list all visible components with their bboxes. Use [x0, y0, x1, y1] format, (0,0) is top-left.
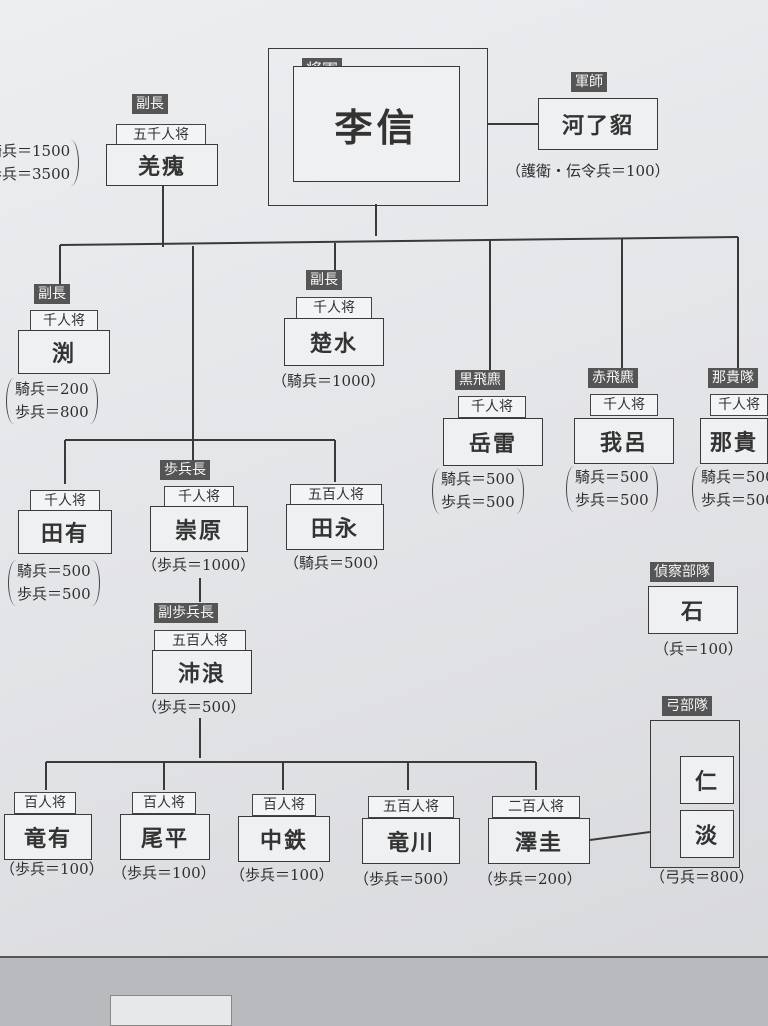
naki-name: 那貴: [700, 418, 768, 464]
denei-troops: （騎兵＝500）: [284, 554, 388, 572]
fuchi-tag: 副長: [34, 284, 70, 304]
unit-bihei-rank: 百人将: [132, 792, 196, 814]
unit-ryusen-name: 竜川: [362, 818, 460, 864]
unit-takukei-name: 澤圭: [488, 818, 590, 864]
fuchi-name: 渕: [18, 330, 110, 374]
sosui-name: 楚水: [284, 318, 384, 366]
commander-name: 李信: [293, 66, 460, 182]
unit-takukei-rank: 二百人将: [492, 796, 580, 818]
unit-ryusen-rank: 五百人将: [368, 796, 454, 818]
unit-takukei-troops: （歩兵＝200）: [478, 870, 582, 888]
naki-cavalry: 騎兵＝500: [701, 468, 768, 486]
archers-troops: （弓兵＝800）: [650, 868, 754, 886]
sosui-tag: 副長: [306, 270, 342, 290]
unit-ryuyu-troops: （歩兵＝100）: [0, 860, 104, 878]
gakurai-name: 岳雷: [443, 418, 543, 466]
strategist-troops: （護衛・伝令兵＝100）: [506, 162, 670, 180]
scout-troops: （兵＝100）: [654, 640, 743, 658]
denyu-troops: 騎兵＝500 歩兵＝500: [8, 560, 100, 606]
sugen-name: 崇原: [150, 506, 248, 552]
naki-rank: 千人将: [710, 394, 768, 416]
vice-leader-cavalry: 騎兵＝1500: [0, 142, 71, 160]
archers-name-tan: 淡: [680, 810, 734, 858]
naki-infantry: 歩兵＝500: [701, 491, 768, 509]
hairou-name: 沛浪: [152, 650, 252, 694]
garo-cavalry: 騎兵＝500: [575, 468, 649, 486]
denyu-rank: 千人将: [30, 490, 100, 512]
garo-troops: 騎兵＝500 歩兵＝500: [566, 466, 658, 512]
archers-frame: [650, 720, 740, 868]
hairou-tag: 副歩兵長: [154, 603, 218, 623]
unit-chutetsu-troops: （歩兵＝100）: [230, 866, 334, 884]
naki-tag: 那貴隊: [708, 368, 758, 388]
commander-outer-frame: [268, 48, 488, 206]
sugen-troops: （歩兵＝1000）: [142, 556, 256, 574]
denei-name: 田永: [286, 504, 384, 550]
gakurai-rank: 千人将: [458, 396, 526, 418]
garo-infantry: 歩兵＝500: [575, 491, 649, 509]
denyu-name: 田有: [18, 510, 112, 554]
unit-bihei-name: 尾平: [120, 814, 210, 860]
scout-tag: 偵察部隊: [650, 562, 714, 582]
vice-leader-name: 羌瘣: [106, 144, 218, 186]
denyu-cavalry: 騎兵＝500: [17, 562, 91, 580]
naki-troops: 騎兵＝500 歩兵＝500: [692, 466, 768, 512]
unit-chutetsu-rank: 百人将: [252, 794, 316, 816]
vice-leader-tag: 副長: [132, 94, 168, 114]
vice-leader-rank: 五千人将: [116, 124, 206, 146]
unit-chutetsu-name: 中鉄: [238, 816, 330, 862]
fuchi-troops: 騎兵＝200 歩兵＝800: [6, 378, 98, 424]
vice-leader-infantry: 歩兵＝3500: [0, 165, 71, 183]
sugen-tag: 歩兵長: [160, 460, 210, 480]
unit-ryuyu-name: 竜有: [4, 814, 92, 860]
hairou-troops: （歩兵＝500）: [142, 698, 246, 716]
archers-name-jin: 仁: [680, 756, 734, 804]
unit-ryuyu-rank: 百人将: [14, 792, 76, 814]
unit-bihei-troops: （歩兵＝100）: [112, 864, 216, 882]
fuchi-cavalry: 騎兵＝200: [15, 380, 89, 398]
garo-name: 我呂: [574, 418, 674, 464]
strategist-name: 河了貂: [538, 98, 658, 150]
garo-tag: 赤飛麃: [588, 368, 638, 388]
fuchi-rank: 千人将: [30, 310, 98, 332]
gakurai-cavalry: 騎兵＝500: [441, 470, 515, 488]
garo-rank: 千人将: [590, 394, 658, 416]
bottom-tab: [110, 995, 232, 1026]
fuchi-infantry: 歩兵＝800: [15, 403, 89, 421]
gakurai-troops: 騎兵＝500 歩兵＝500: [432, 468, 524, 514]
gakurai-infantry: 歩兵＝500: [441, 493, 515, 511]
sosui-rank: 千人将: [296, 297, 372, 319]
denyu-infantry: 歩兵＝500: [17, 585, 91, 603]
sosui-troops: （騎兵＝1000）: [272, 372, 386, 390]
gakurai-tag: 黒飛麃: [455, 370, 505, 390]
unit-ryusen-troops: （歩兵＝500）: [354, 870, 458, 888]
vice-leader-troops: 騎兵＝1500 歩兵＝3500: [0, 140, 80, 186]
sugen-rank: 千人将: [164, 486, 234, 508]
strategist-tag: 軍師: [571, 72, 607, 92]
scout-name: 石: [648, 586, 738, 634]
archers-tag: 弓部隊: [662, 696, 712, 716]
denei-rank: 五百人将: [290, 484, 382, 506]
hairou-rank: 五百人将: [154, 630, 246, 652]
